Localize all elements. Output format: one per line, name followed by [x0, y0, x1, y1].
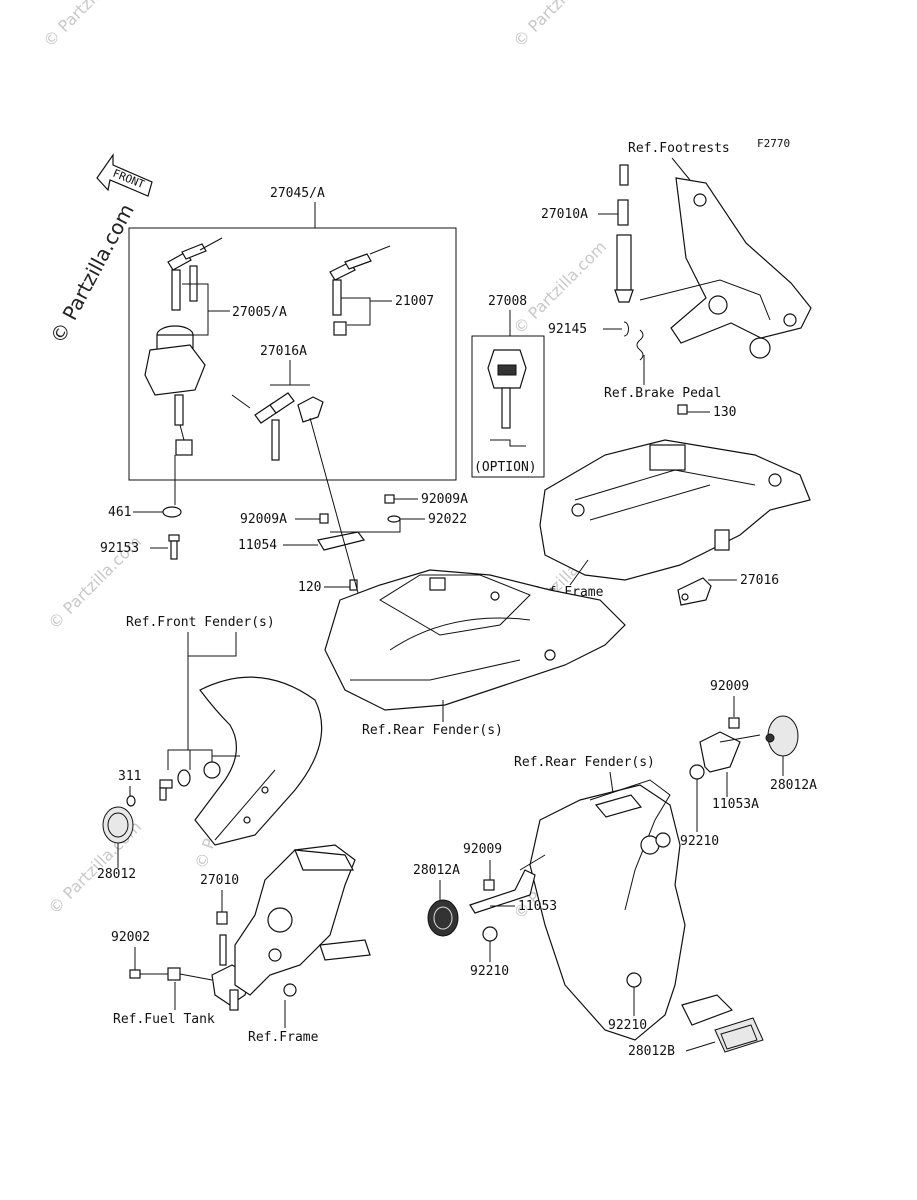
label-ref-brake-pedal: Ref.Brake Pedal: [604, 386, 721, 401]
label-28012A-2: 28012A: [413, 863, 460, 878]
label-92009-1: 92009: [710, 679, 749, 694]
label-92009-2: 92009: [463, 842, 502, 857]
label-27045: 27045/A: [270, 186, 325, 201]
label-11053A: 11053A: [712, 797, 759, 812]
bolt-icon: [349, 579, 358, 591]
label-311: 311: [118, 769, 141, 784]
brake-switch-icon: [614, 164, 634, 303]
nut-icon: [626, 972, 642, 988]
label-ref-frame-2: Ref.Frame: [248, 1030, 319, 1045]
label-11054: 11054: [238, 538, 277, 553]
reflector-round-a-icon: [765, 715, 799, 757]
screw-icon: [483, 879, 495, 891]
washer-icon: [162, 506, 182, 518]
nut-icon: [126, 795, 136, 807]
spring-icon: [623, 321, 629, 337]
reflector-round-icon: [102, 806, 134, 844]
bracket-icon: [317, 531, 366, 551]
label-27008: 27008: [488, 294, 527, 309]
label-92210-1: 92210: [680, 834, 719, 849]
screw-icon: [384, 494, 395, 504]
label-461: 461: [108, 505, 131, 520]
bracket-11053-icon: [469, 854, 546, 914]
bolt-icon: [168, 534, 180, 560]
label-92009A-1: 92009A: [421, 492, 468, 507]
label-28012B: 28012B: [628, 1044, 675, 1059]
ignition-kit-box: 27045/A: [128, 186, 457, 481]
label-27010A: 27010A: [541, 207, 588, 222]
front-fender-icon: [194, 676, 323, 846]
bottom-frame-icon: [234, 844, 371, 997]
label-130: 130: [713, 405, 736, 420]
diagram-code: F2770: [757, 137, 790, 150]
washer-icon: [387, 515, 401, 523]
label-120: 120: [298, 580, 321, 595]
nut-icon: [689, 764, 705, 780]
label-option: (OPTION): [474, 460, 537, 475]
watermark-main: © Partzilla.com: [45, 200, 139, 348]
key-21007-icon: [329, 245, 391, 336]
label-92210-3: 92210: [608, 1018, 647, 1033]
label-27016: 27016: [740, 573, 779, 588]
label-ref-front-fender: Ref.Front Fender(s): [126, 615, 275, 630]
key-27016A-icon: [231, 392, 324, 461]
nut-icon: [482, 926, 498, 942]
clamp-icon: [167, 967, 181, 981]
label-27005: 27005/A: [232, 305, 287, 320]
watermark: © Partzilla.com: [39, 0, 140, 51]
label-92210-2: 92210: [470, 964, 509, 979]
reflector-rect-icon: [714, 1017, 764, 1053]
label-27016A: 27016A: [260, 344, 307, 359]
label-ref-rear-fender-2: Ref.Rear Fender(s): [514, 755, 655, 770]
lock-bracket-icon: [677, 577, 712, 606]
footrest-bracket-icon: [639, 177, 812, 359]
rear-frame-icon: [539, 439, 811, 581]
bracket-11053A-icon: [699, 731, 761, 773]
spring-icon: [636, 329, 644, 361]
rear-fender-center-icon: [324, 569, 626, 711]
label-92022: 92022: [428, 512, 467, 527]
option-key-icon: [487, 349, 527, 447]
label-21007: 21007: [395, 294, 434, 309]
bolt-icon: [129, 969, 141, 979]
label-ref-rear-fender-1: Ref.Rear Fender(s): [362, 723, 503, 738]
bolt-icon: [677, 404, 688, 415]
label-28012: 28012: [97, 867, 136, 882]
rear-fender-flap-icon: [529, 779, 734, 1041]
label-ref-fuel-tank: Ref.Fuel Tank: [113, 1012, 215, 1027]
ignition-switch-icon: [144, 325, 206, 456]
front-fender-fasteners-icon: [159, 761, 221, 801]
label-27010: 27010: [200, 873, 239, 888]
ignition-keys-icon: [167, 237, 223, 311]
label-92002: 92002: [111, 930, 150, 945]
label-92153: 92153: [100, 541, 139, 556]
label-28012A-1: 28012A: [770, 778, 817, 793]
front-arrow-icon: FRONT: [96, 153, 153, 197]
label-92009A-2: 92009A: [240, 512, 287, 527]
label-ref-footrests: Ref.Footrests: [628, 141, 730, 156]
screw-icon: [728, 717, 740, 729]
watermark: © Partzilla.com: [509, 0, 610, 51]
option-key-box: [471, 335, 545, 478]
reflector-round-a-icon: [427, 899, 459, 937]
screw-icon: [319, 513, 329, 524]
label-92145: 92145: [548, 322, 587, 337]
label-11053: 11053: [518, 899, 557, 914]
